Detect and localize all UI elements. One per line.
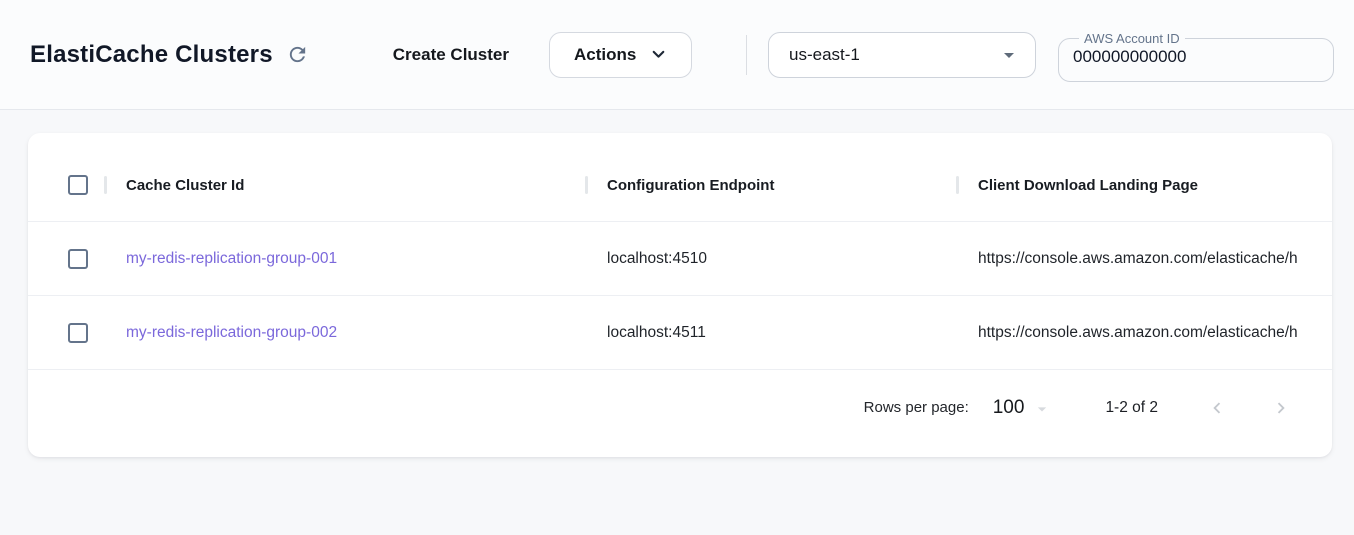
actions-button-label: Actions	[574, 45, 636, 65]
configuration-endpoint-cell: localhost:4511	[585, 324, 956, 342]
clusters-table-card: Cache Cluster Id Configuration Endpoint …	[28, 133, 1332, 457]
aws-account-id-label: AWS Account ID	[1079, 32, 1185, 45]
cache-cluster-id-cell: my-redis-replication-group-002	[104, 324, 585, 342]
aws-account-id-input[interactable]	[1073, 45, 1327, 67]
column-header-configuration-endpoint: Configuration Endpoint	[585, 177, 956, 194]
row-checkbox[interactable]	[68, 323, 88, 343]
actions-button[interactable]: Actions	[549, 32, 692, 78]
configuration-endpoint-cell: localhost:4510	[585, 250, 956, 268]
row-checkbox[interactable]	[68, 249, 88, 269]
cache-cluster-id-cell: my-redis-replication-group-001	[104, 250, 585, 268]
pagination-range-label: 1-2 of 2	[1105, 399, 1158, 417]
column-header-client-download-landing-page: Client Download Landing Page	[956, 177, 1332, 194]
aws-account-id-field: AWS Account ID	[1058, 32, 1334, 82]
select-all-cell	[56, 175, 104, 195]
refresh-button[interactable]	[281, 38, 315, 72]
previous-page-button[interactable]	[1202, 393, 1232, 423]
page-title: ElastiCache Clusters	[30, 41, 273, 69]
topbar-right-group: us-east-1 AWS Account ID	[722, 27, 1334, 82]
rows-per-page-select[interactable]: 100	[993, 397, 1053, 419]
table-row: my-redis-replication-group-001 localhost…	[28, 222, 1332, 296]
arrow-drop-down-icon	[1032, 399, 1052, 419]
row-checkbox-cell	[56, 249, 104, 269]
rows-per-page-label: Rows per page:	[864, 399, 969, 416]
chevron-down-icon	[650, 46, 667, 63]
arrow-drop-down-icon	[997, 43, 1021, 67]
next-page-button[interactable]	[1266, 393, 1296, 423]
table-pagination: Rows per page: 100 1-2 of 2	[28, 370, 1332, 457]
client-download-landing-page-cell: https://console.aws.amazon.com/elasticac…	[956, 324, 1332, 342]
chevron-left-icon	[1206, 397, 1228, 419]
chevron-right-icon	[1270, 397, 1292, 419]
select-all-checkbox[interactable]	[68, 175, 88, 195]
region-select[interactable]: us-east-1	[768, 32, 1036, 78]
row-checkbox-cell	[56, 323, 104, 343]
refresh-icon	[286, 43, 309, 66]
rows-per-page-value: 100	[993, 397, 1025, 419]
main-content: Cache Cluster Id Configuration Endpoint …	[0, 110, 1354, 457]
pagination-nav	[1202, 393, 1296, 423]
column-header-cache-cluster-id: Cache Cluster Id	[104, 177, 585, 194]
topbar-divider	[746, 35, 747, 75]
top-bar: ElastiCache Clusters Create Cluster Acti…	[0, 0, 1354, 110]
cluster-link[interactable]: my-redis-replication-group-001	[126, 250, 337, 267]
cluster-link[interactable]: my-redis-replication-group-002	[126, 324, 337, 341]
client-download-landing-page-cell: https://console.aws.amazon.com/elasticac…	[956, 250, 1332, 268]
create-cluster-button[interactable]: Create Cluster	[387, 35, 515, 75]
region-select-value: us-east-1	[789, 45, 997, 65]
table-row: my-redis-replication-group-002 localhost…	[28, 296, 1332, 370]
table-header-row: Cache Cluster Id Configuration Endpoint …	[28, 133, 1332, 222]
